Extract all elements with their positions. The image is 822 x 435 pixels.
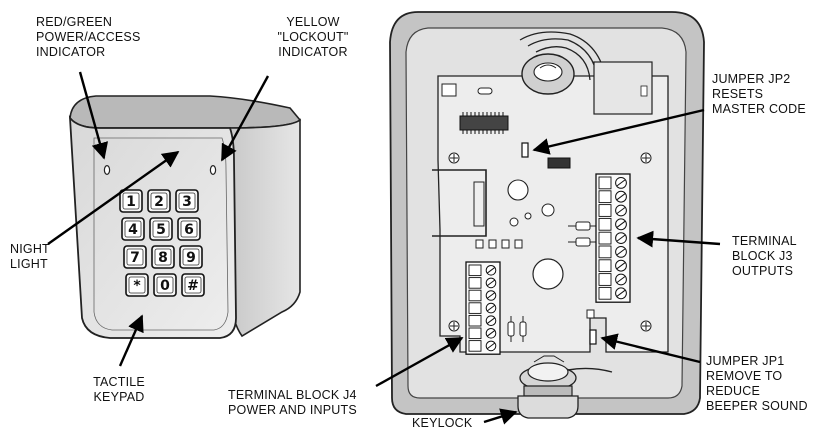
keypad-side-face (229, 118, 301, 338)
callout-arrows (47, 71, 721, 425)
jumper-jp1-arrow (600, 333, 701, 364)
label-line: "LOCKOUT" (277, 30, 349, 44)
keypad-unit: 1 2 3 4 5 6 7 8 9 * 0 # (68, 95, 302, 339)
keypad-key-label: 8 (158, 250, 168, 266)
keypad-key-label: 6 (184, 222, 194, 238)
keypad-keys: 1 2 3 4 5 6 7 8 9 * 0 # (119, 189, 205, 297)
label-line: RESETS (712, 87, 764, 101)
tactile-keypad-arrow (118, 314, 144, 367)
lockout-led (209, 165, 217, 176)
label-line: INDICATOR (278, 45, 348, 59)
keypad-key-label: 9 (186, 250, 196, 266)
terminal-j4-arrow (375, 336, 464, 388)
keypad-key-label: * (133, 278, 141, 294)
power-access-arrow (78, 71, 109, 160)
label-line: POWER AND INPUTS (228, 403, 357, 417)
keypad-key-hash: # (181, 273, 205, 297)
keypad-key-label: 3 (182, 194, 192, 210)
label-line: REDUCE (706, 384, 760, 398)
label-line: TERMINAL (732, 234, 797, 248)
keypad-key-0: 0 (153, 273, 177, 297)
label-line: INDICATOR (36, 45, 106, 59)
label-line: OUTPUTS (732, 264, 794, 278)
label-line: REMOVE TO (706, 369, 783, 383)
label-line: POWER/ACCESS (36, 30, 141, 44)
keypad-key-5: 5 (149, 217, 173, 241)
keypad-key-4: 4 (121, 217, 145, 241)
label-terminal-j4: TERMINAL BLOCK J4 POWER AND INPUTS (228, 388, 357, 418)
label-line: JUMPER JP2 (712, 72, 791, 86)
keypad-key-label: 2 (154, 194, 164, 210)
keypad-top-face (69, 95, 302, 129)
power-access-led (103, 165, 111, 176)
keypad-key-6: 6 (177, 217, 201, 241)
jumper-jp2 (521, 142, 529, 158)
keylock (517, 355, 613, 419)
night-light-arrow (47, 151, 180, 245)
label-line: JUMPER JP1 (706, 354, 785, 368)
label-line: BLOCK J3 (732, 249, 793, 263)
label-line: TACTILE (93, 375, 145, 389)
microcontroller-chip (459, 115, 509, 131)
keypad-key-8: 8 (151, 245, 175, 269)
keypad-key-label: 4 (128, 222, 138, 238)
label-line: MASTER CODE (712, 102, 806, 116)
keypad-key-label: # (187, 278, 199, 294)
label-night-light: NIGHT LIGHT (10, 242, 50, 272)
enclosure-open (389, 11, 705, 419)
label-jumper-jp2: JUMPER JP2 RESETS MASTER CODE (712, 72, 806, 117)
keypad-key-2: 2 (147, 189, 171, 213)
lockout-arrow (220, 75, 270, 162)
label-line: KEYLOCK (412, 416, 473, 430)
terminal-block-j3 (595, 173, 631, 303)
label-line: BEEPER SOUND (706, 399, 808, 413)
terminal-block-j4 (465, 261, 501, 355)
keypad-key-label: 0 (160, 278, 170, 294)
label-line: RED/GREEN (36, 15, 113, 29)
label-line: KEYPAD (93, 390, 145, 404)
keypad-key-label: 1 (126, 194, 136, 210)
label-line: NIGHT (10, 242, 50, 256)
label-terminal-j3: TERMINAL BLOCK J3 OUTPUTS (732, 234, 797, 279)
keypad-key-label: 5 (156, 222, 166, 238)
keypad-key-star: * (125, 273, 149, 297)
label-line: TERMINAL BLOCK J4 (228, 388, 357, 402)
label-keylock: KEYLOCK (412, 416, 472, 431)
jumper-jp1 (589, 329, 597, 345)
label-tactile-keypad: TACTILE KEYPAD (74, 375, 164, 405)
label-line: YELLOW (286, 15, 340, 29)
jumper-jp2-arrow (532, 108, 705, 155)
keylock-arrow (483, 408, 518, 425)
keypad-key-9: 9 (179, 245, 203, 269)
keypad-key-1: 1 (119, 189, 143, 213)
terminal-j3-arrow (636, 230, 721, 248)
keypad-key-7: 7 (123, 245, 147, 269)
label-jumper-jp1: JUMPER JP1 REMOVE TO REDUCE BEEPER SOUND (706, 354, 808, 414)
label-power-access: RED/GREEN POWER/ACCESS INDICATOR (36, 15, 141, 60)
label-lockout: YELLOW "LOCKOUT" INDICATOR (258, 15, 368, 60)
keypad-key-label: 7 (130, 250, 140, 266)
keypad-key-3: 3 (175, 189, 199, 213)
label-line: LIGHT (10, 257, 48, 271)
